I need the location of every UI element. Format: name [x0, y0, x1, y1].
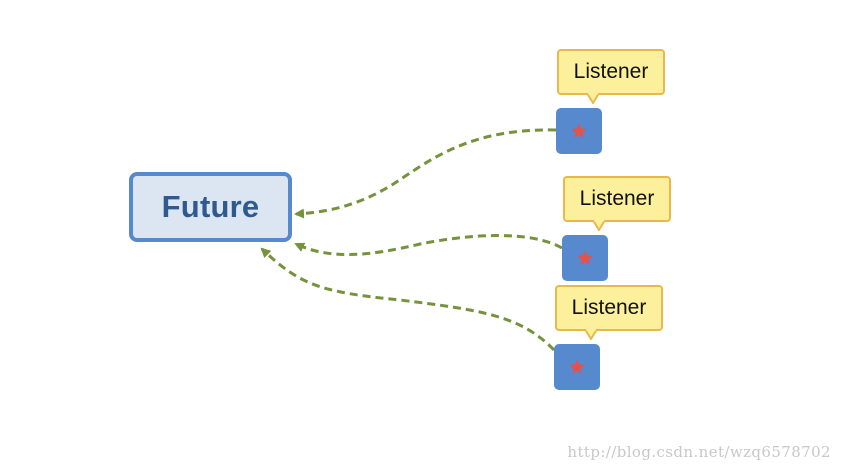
star-icon: [571, 123, 587, 138]
future-label: Future: [161, 189, 260, 224]
connector-arrow-3: [260, 247, 556, 352]
future-box: Future: [129, 172, 292, 242]
listener-label-2: Listener: [579, 187, 655, 210]
listener-label-1: Listener: [573, 60, 649, 83]
watermark: http://blog.csdn.net/wzq6578702: [567, 443, 831, 461]
star-icon: [577, 250, 593, 265]
listener-label-3: Listener: [571, 296, 647, 319]
listener-callout-3: Listener: [555, 285, 663, 340]
callout-tail-1: [587, 93, 599, 104]
star-icon: [569, 359, 585, 374]
connector-arrow-2: [294, 234, 563, 256]
listener-callout-1: Listener: [557, 49, 665, 104]
listener-node-1: [556, 108, 602, 154]
callout-tail-3: [585, 329, 597, 340]
callout-tail-2: [593, 220, 605, 231]
listener-callout-2: Listener: [563, 176, 671, 231]
connector-arrow-1: [294, 128, 557, 219]
listener-node-3: [554, 344, 600, 390]
listener-node-2: [562, 235, 608, 281]
